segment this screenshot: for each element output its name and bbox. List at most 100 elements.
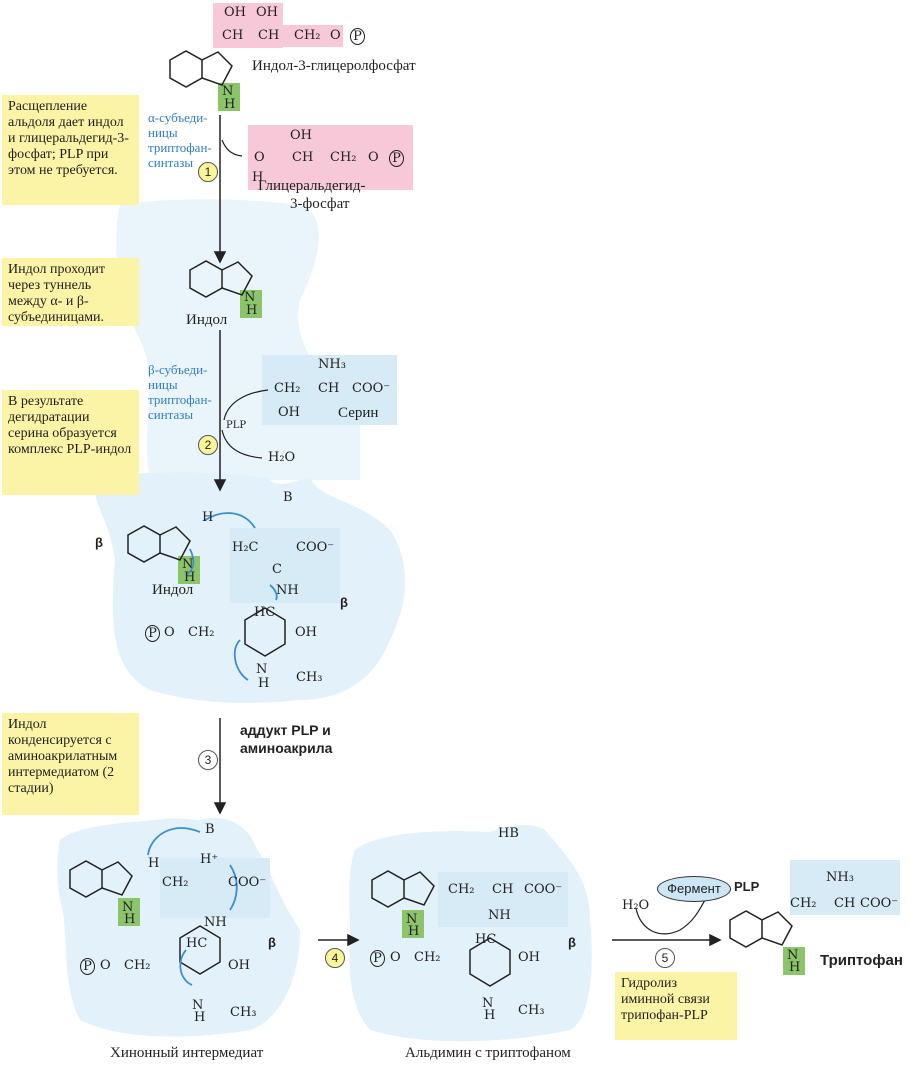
- step-5-badge: 5: [655, 948, 675, 968]
- chem-n: N: [256, 662, 268, 677]
- serine-label: Серин: [338, 405, 379, 421]
- note-serine-dehydration: В результате дегидратации серина образуе…: [2, 390, 139, 495]
- chem-h: H: [789, 960, 801, 975]
- chem-n: N: [482, 996, 494, 1011]
- chem-nh: NH: [276, 583, 299, 598]
- chem-h: H: [258, 676, 270, 691]
- chem-c: C: [272, 562, 282, 577]
- chem-h2o: H₂O: [268, 450, 296, 465]
- chem-h: H: [194, 1010, 206, 1025]
- chem-o: O: [390, 950, 401, 965]
- chem-oh: OH: [228, 958, 250, 973]
- beta-label: β: [95, 535, 103, 550]
- chem-b: B: [205, 822, 215, 837]
- tryptophan-label: Триптофан: [820, 952, 903, 969]
- phosphate-circle: P: [145, 625, 160, 642]
- phosphate-circle: P: [350, 28, 365, 45]
- chem-h: H: [408, 924, 420, 939]
- chem-ch2: CH₂: [274, 381, 301, 396]
- chem-o: O: [368, 150, 379, 165]
- chem-ch: CH: [292, 150, 314, 165]
- chem-hb: HB: [498, 826, 519, 841]
- chem-ch2: CH₂: [124, 958, 151, 973]
- enzyme-cloud-upper: [116, 199, 360, 480]
- beta-label: β: [268, 935, 276, 950]
- chem-ch2: CH₂: [448, 882, 475, 897]
- g3p-label-line1: Глицеральдегид-: [258, 178, 366, 194]
- chem-h: H: [252, 170, 264, 185]
- chem-oh: OH: [295, 625, 317, 640]
- chem-ch2: CH₂: [414, 950, 441, 965]
- step-2-badge: 2: [198, 435, 218, 455]
- chem-coo: COO⁻: [860, 896, 899, 911]
- chem-h: H: [224, 97, 236, 112]
- chem-h: H: [124, 912, 136, 927]
- chem-oh: OH: [278, 405, 300, 420]
- chem-nh3: NH₃: [318, 357, 346, 372]
- chem-o: O: [100, 958, 111, 973]
- chem-ch2: CH₂: [790, 896, 817, 911]
- chem-h: H: [202, 510, 214, 525]
- chem-oh: OH: [256, 5, 278, 20]
- chem-plp-small: PLP: [226, 420, 247, 431]
- chem-ch: CH: [834, 896, 856, 911]
- chem-ch: CH: [318, 381, 340, 396]
- quinonoid-label: Хинонный интермедиат: [110, 1045, 264, 1061]
- adduct-label-line1: аддукт PLP и: [240, 722, 331, 738]
- chem-n: N: [122, 900, 134, 915]
- chem-h: H: [484, 1008, 496, 1023]
- chem-o: O: [164, 625, 175, 640]
- chem-nh: NH: [204, 915, 227, 930]
- beta-subunit-label: β-субъеди-ницы триптофан-синтазы: [148, 362, 212, 422]
- indole-label-2: Индол: [152, 582, 194, 598]
- phosphate-circle: P: [370, 950, 385, 967]
- enzyme-pocket-lower-mid: [349, 824, 592, 1042]
- chem-ch: CH: [222, 28, 244, 43]
- enzyme-pocket-lower-left: [57, 818, 300, 1037]
- chem-ch2: CH₂: [162, 875, 189, 890]
- chem-o: O: [330, 28, 341, 43]
- g3p-label-line2: 3-фосфат: [290, 196, 350, 212]
- enzyme-plp-label: PLP: [734, 879, 760, 894]
- chem-ch: CH: [258, 28, 280, 43]
- indole-glycerol-phosphate-label: Индол-3-глицеролфосфат: [252, 58, 416, 74]
- note-hydrolysis: Гидролиз иминной связи трипофан-PLP: [615, 972, 737, 1040]
- beta-label: β: [568, 935, 576, 950]
- chem-coo: COO⁻: [352, 381, 391, 396]
- chem-ch: CH: [492, 882, 514, 897]
- chem-ch3: CH₃: [230, 1005, 257, 1020]
- chem-n: N: [222, 84, 234, 99]
- chem-oh: OH: [290, 128, 312, 143]
- chem-ch2: CH₂: [294, 28, 321, 43]
- chem-oh: OH: [518, 950, 540, 965]
- chem-nh: NH: [488, 908, 511, 923]
- chem-coo: COO⁻: [296, 540, 335, 555]
- chem-nh3: NH₃: [826, 870, 854, 885]
- chem-n: N: [787, 948, 799, 963]
- chem-h: H: [246, 303, 258, 318]
- chem-ch2: CH₂: [188, 625, 215, 640]
- indole-label: Индол: [186, 312, 228, 328]
- chem-ch3: CH₃: [296, 670, 323, 685]
- chem-h2c: H₂C: [232, 540, 259, 555]
- chem-n: N: [406, 912, 418, 927]
- chem-o: O: [254, 150, 265, 165]
- phosphate-circle: P: [80, 958, 95, 975]
- enzyme-oval: Фермент: [657, 876, 731, 902]
- note-indole-condensation: Индол конденсируется с аминоакрилатным и…: [2, 713, 139, 815]
- phosphate-circle: P: [389, 150, 404, 167]
- beta-label: β: [340, 595, 348, 610]
- chem-coo: COO⁻: [524, 882, 563, 897]
- chem-n: N: [244, 290, 256, 305]
- aldimine-label: Альдимин с триптофаном: [405, 1045, 571, 1061]
- chem-hplus: H⁺: [200, 852, 219, 867]
- chem-hc: HC: [475, 932, 497, 947]
- chem-h: H: [184, 570, 196, 585]
- chem-h: H: [148, 856, 160, 871]
- step-3-badge: 3: [198, 750, 218, 770]
- chem-b: B: [283, 490, 293, 505]
- adduct-label-line2: аминоакрила: [240, 740, 333, 756]
- step-4-badge: 4: [325, 948, 345, 968]
- chem-n: N: [182, 557, 194, 572]
